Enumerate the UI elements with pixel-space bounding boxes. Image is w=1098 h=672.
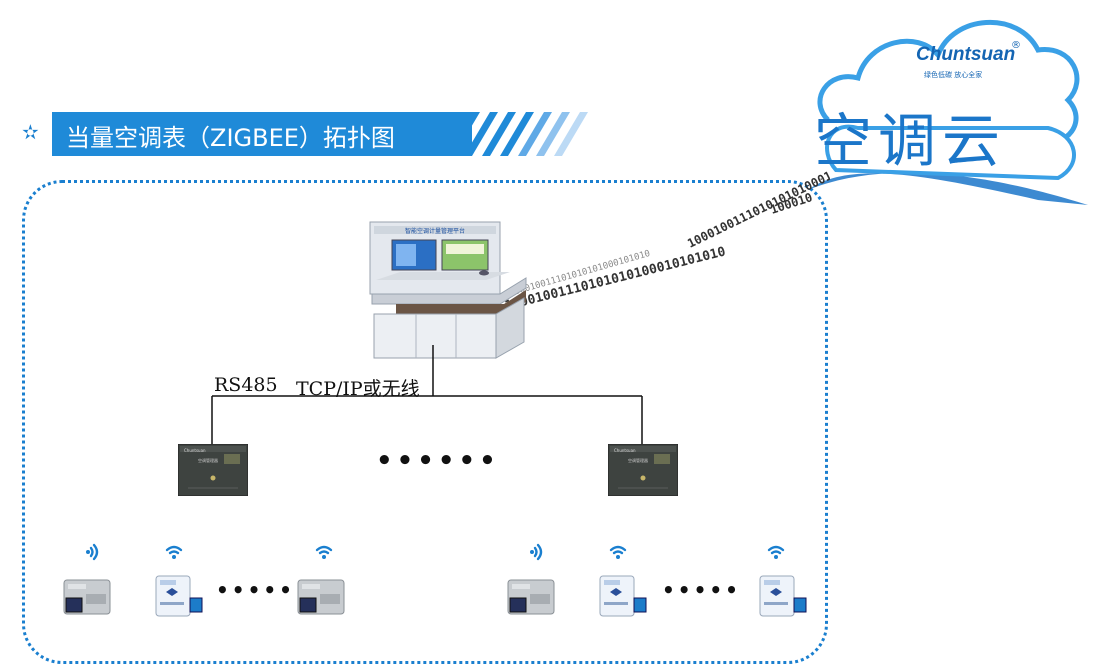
svg-text:Chuntsuan: Chuntsuan bbox=[184, 448, 206, 453]
brand-name: Chuntsuan bbox=[916, 44, 1016, 65]
more-meters-ellipsis-left: ••••• bbox=[216, 578, 295, 602]
star-icon: ✫ bbox=[22, 120, 39, 144]
wifi-icon bbox=[315, 545, 333, 559]
control-console: 智能空调计量管理平台 bbox=[369, 221, 527, 359]
registered-mark: ® bbox=[1011, 40, 1021, 51]
ac-meter-grey bbox=[297, 579, 345, 615]
network-boundary bbox=[22, 180, 828, 664]
wifi-icon bbox=[86, 543, 99, 561]
ac-manager-left: Chuntsuan 空调管理器 bbox=[178, 444, 248, 496]
diagram-title: 当量空调表（ZIGBEE）拓扑图 bbox=[66, 124, 395, 152]
more-meters-ellipsis-right: ••••• bbox=[662, 578, 741, 602]
ac-meter-white bbox=[599, 575, 647, 617]
manager-label: 空调管理器 bbox=[198, 457, 218, 463]
brand-slogan: 绿色低碳 放心全家 bbox=[924, 71, 983, 79]
tcpip-label: TCP/IP或无线 bbox=[296, 378, 420, 400]
title-stripes bbox=[446, 112, 588, 156]
cloud-title: 空调云 bbox=[814, 107, 1007, 175]
svg-text:Chuntsuan: Chuntsuan bbox=[614, 448, 636, 453]
wifi-icon bbox=[609, 545, 627, 559]
ac-meter-grey bbox=[507, 579, 555, 615]
ac-meter-grey bbox=[63, 579, 111, 615]
brand-cloud-logo bbox=[808, 19, 1088, 205]
console-screen-title: 智能空调计量管理平台 bbox=[405, 227, 465, 235]
wifi-icon bbox=[530, 543, 543, 561]
wifi-icon bbox=[767, 545, 785, 559]
rs485-label: RS485 bbox=[214, 374, 278, 396]
ac-meter-white bbox=[155, 575, 203, 617]
manager-label: 空调管理器 bbox=[628, 457, 648, 463]
ac-manager-right: Chuntsuan 空调管理器 bbox=[608, 444, 678, 496]
title-banner bbox=[52, 112, 472, 156]
binary-data-stream: 10001001110101010100010101010 1000100111… bbox=[503, 170, 830, 314]
wifi-icon bbox=[165, 545, 183, 559]
more-managers-ellipsis: •••••• bbox=[376, 446, 500, 476]
ac-meter-white bbox=[759, 575, 807, 617]
